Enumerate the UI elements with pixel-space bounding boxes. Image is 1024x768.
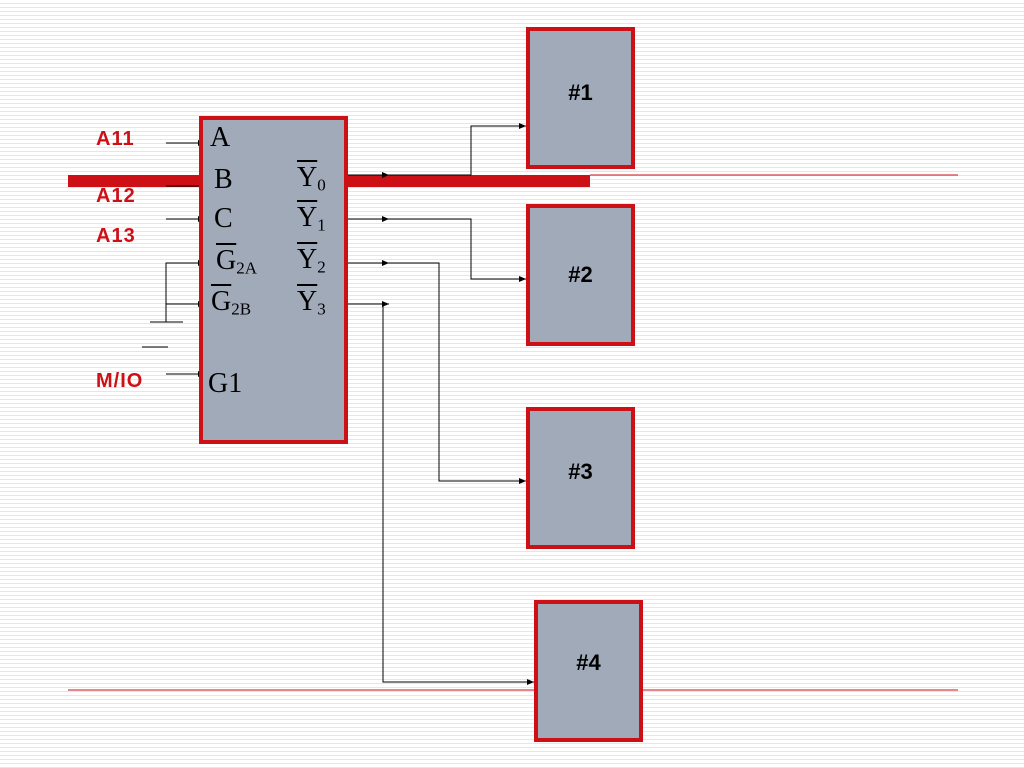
y3-wire: [348, 303, 534, 685]
label-mio: M/IO: [96, 370, 144, 392]
chip-3: #3: [526, 407, 635, 549]
decoder-block: [199, 116, 348, 444]
label-a13: A13: [96, 225, 136, 247]
y0-wire: [348, 123, 526, 176]
y2-wire: [348, 262, 526, 484]
y1-wire: [348, 218, 526, 282]
pin-g2a: G2A: [216, 245, 258, 278]
label-a12: A12: [96, 185, 136, 207]
pin-y2: Y2: [297, 244, 326, 277]
g2a-wire: [165, 260, 205, 322]
pin-y0: Y0: [297, 162, 326, 195]
chip-3-label: #3: [568, 459, 593, 484]
chip-4-label: #4: [576, 650, 601, 675]
pin-c: C: [214, 203, 233, 234]
pin-g1: G1: [208, 368, 243, 399]
chip-2-label: #2: [568, 262, 593, 287]
chip-1: #1: [526, 27, 635, 169]
pin-a: A: [210, 122, 231, 153]
chip-2: #2: [526, 204, 635, 346]
pin-y3: Y3: [297, 286, 326, 319]
chip-4: #4: [534, 600, 643, 742]
pin-b: B: [214, 164, 233, 195]
chip-1-label: #1: [568, 80, 593, 105]
pin-y1: Y1: [297, 202, 326, 235]
pin-g2b: G2B: [211, 286, 252, 319]
label-a11: A11: [96, 128, 135, 150]
